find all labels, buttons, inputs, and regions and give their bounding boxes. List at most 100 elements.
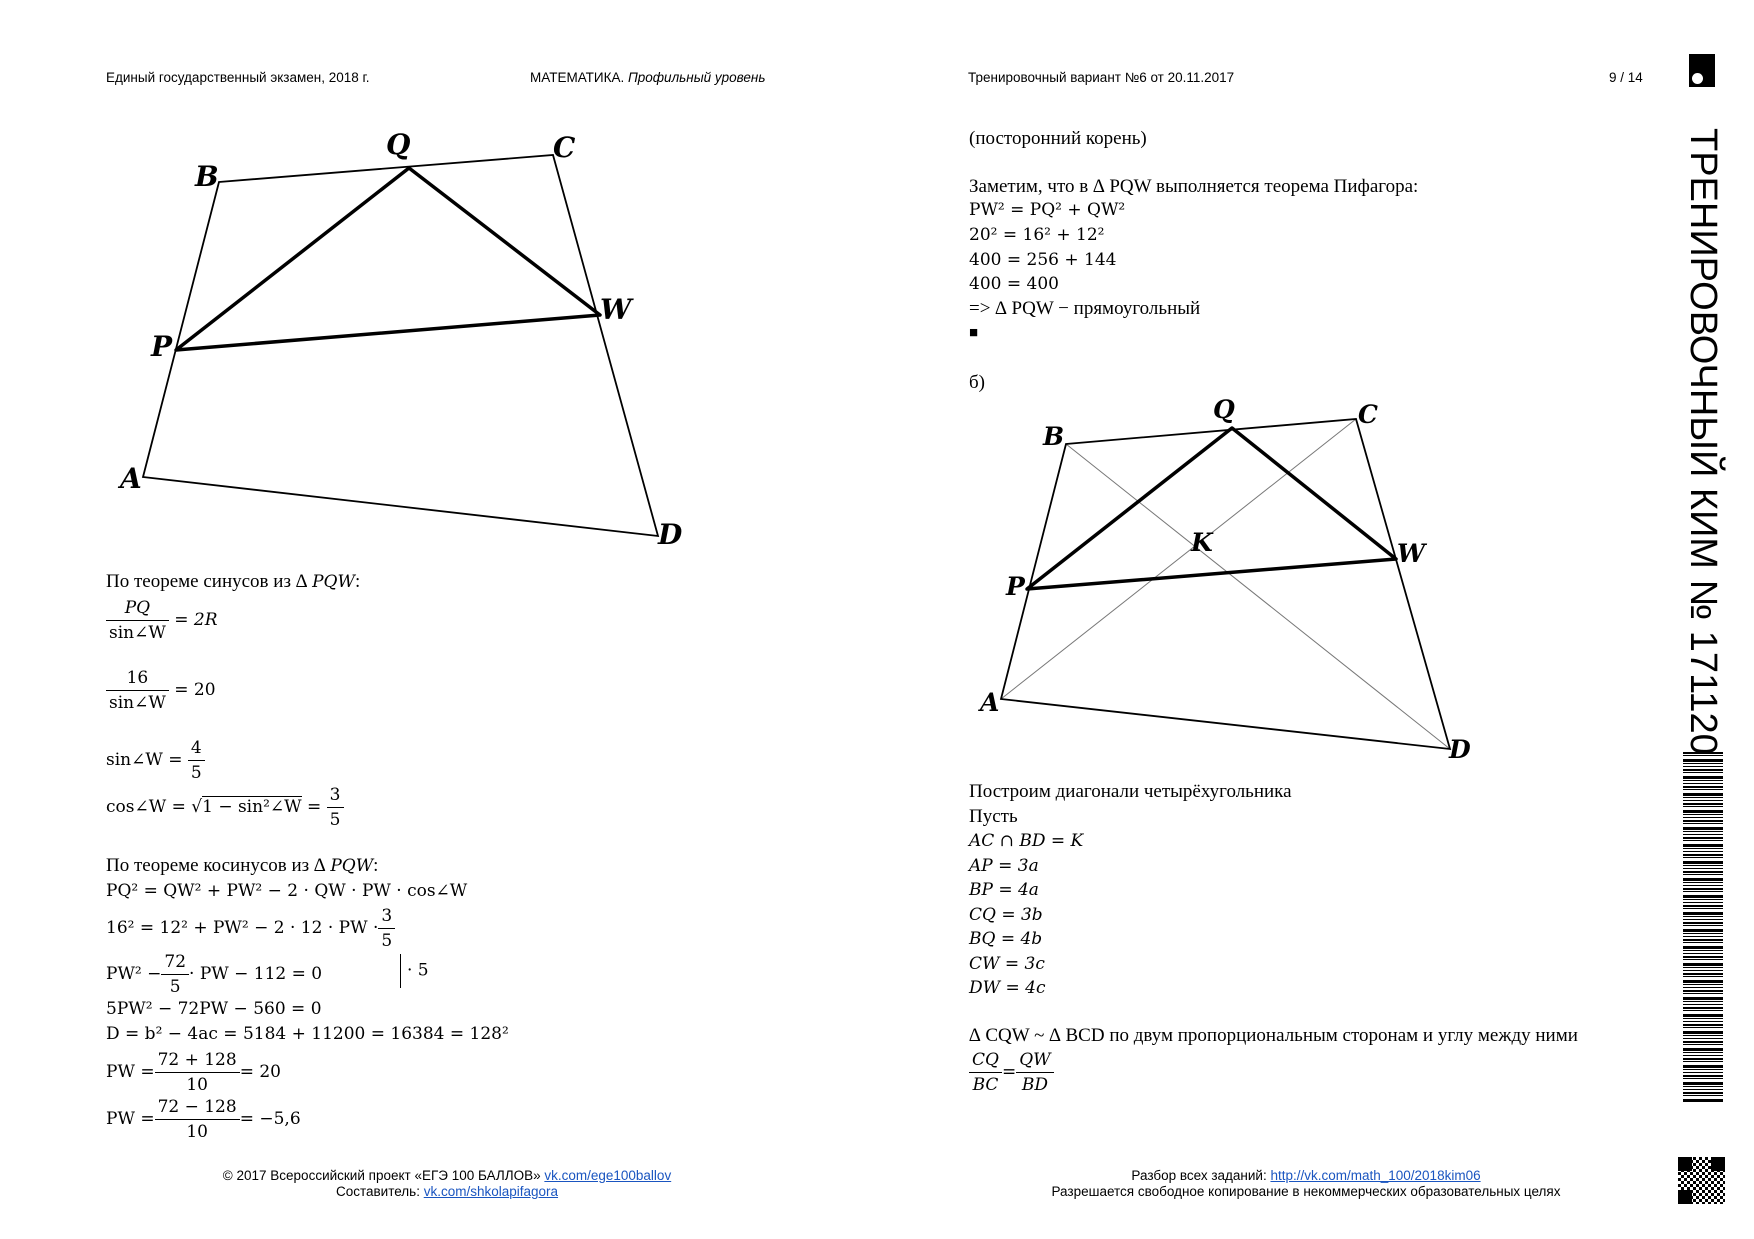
text: По теореме косинусов из ∆ (106, 855, 331, 876)
numerator: QW (1016, 1048, 1054, 1073)
equation-r4: 400 = 400 (969, 274, 1059, 294)
sine-theorem-title: По теореме синусов из ∆ PQW: (106, 571, 360, 593)
diagonals-note: Построим диагонали четырёхугольника (969, 781, 1292, 802)
denominator: 5 (329, 810, 341, 830)
text: : (354, 571, 361, 592)
quadrilateral-abcd (141, 154, 660, 538)
denominator: BC (972, 1075, 999, 1095)
rhs: = 20 (239, 1062, 281, 1082)
link-shkolapifagora[interactable]: vk.com/shkolapifagora (423, 1184, 559, 1199)
denominator: 10 (186, 1122, 208, 1142)
text: © 2017 Всероссийский проект «ЕГЭ 100 БАЛ… (222, 1168, 545, 1183)
header-subject: МАТЕМАТИКА. Профильный уровень (530, 70, 765, 85)
qr-code (1678, 1157, 1725, 1204)
let-label: Пусть (969, 806, 1018, 827)
equation-r1: PW² = PQ² + QW² (969, 200, 1126, 220)
numerator: 72 (161, 950, 190, 975)
label-w: W (600, 293, 632, 326)
footer-license: Разрешается свободное копирование в неко… (1051, 1184, 1561, 1199)
denominator: 5 (169, 977, 181, 997)
part-b-label: б) (969, 372, 985, 393)
radicand: 1 − sin²∠W (202, 796, 302, 817)
conclusion: => ∆ PQW − прямоугольный (969, 298, 1201, 319)
rhs: = 20 (174, 680, 216, 700)
label-w: W (1397, 539, 1426, 568)
link-ege100ballov[interactable]: vk.com/ege100ballov (544, 1168, 672, 1183)
text: По теореме синусов из ∆ (106, 571, 313, 592)
label-p: P (1006, 572, 1025, 601)
equation-s6: CQ = 3b (969, 905, 1043, 925)
diagonal-ac (1000, 418, 1357, 700)
page-number: 9 / 14 (1609, 70, 1643, 85)
equation-r3: 400 = 256 + 144 (969, 250, 1117, 270)
pythagoras-note: Заметим, что в ∆ PQW выполняется теорема… (969, 176, 1419, 197)
qed-mark: ■ (969, 325, 979, 341)
extraneous-root-note: (посторонний корень) (969, 128, 1147, 149)
label-c: C (1358, 400, 1378, 429)
label-c: C (553, 131, 576, 164)
equation-s7: BQ = 4b (969, 929, 1043, 949)
footer-author: Составитель: vk.com/shkolapifagora (336, 1184, 558, 1199)
numerator: PQ (106, 596, 169, 621)
eq: = (1001, 1062, 1017, 1082)
header-exam-title: Единый государственный экзамен, 2018 г. (106, 70, 370, 85)
text: Разбор всех заданий: (1131, 1168, 1271, 1183)
cosine-theorem-title: По теореме косинусов из ∆ PQW: (106, 855, 378, 877)
denominator: 5 (190, 763, 202, 783)
quadrilateral-abcd (999, 418, 1452, 751)
label-a: A (980, 688, 1000, 717)
numerator: CQ (969, 1048, 1002, 1073)
rhs: = −5,6 (239, 1109, 301, 1129)
footer-copyright: © 2017 Всероссийский проект «ЕГЭ 100 БАЛ… (223, 1168, 671, 1183)
figure-quadrilateral-1 (141, 154, 660, 538)
barcode (1683, 752, 1723, 1102)
text: : (373, 855, 379, 876)
label-b: B (1043, 422, 1065, 451)
equation-s8: CW = 3c (969, 954, 1045, 974)
numerator: 3 (326, 783, 344, 808)
link-math100[interactable]: http://vk.com/math_100/2018kim06 (1270, 1168, 1481, 1183)
numerator: 72 − 128 (154, 1095, 240, 1120)
equation-s5: BP = 4a (969, 880, 1039, 900)
lhs: sin∠W = (106, 750, 183, 770)
label-q: Q (386, 128, 411, 161)
numerator: 3 (378, 904, 396, 929)
equation-r2: 20² = 16² + 12² (969, 225, 1105, 245)
triangle-pqw (174, 166, 602, 352)
equation-8: 5PW² − 72PW − 560 = 0 (106, 999, 322, 1019)
label-k: K (1191, 528, 1213, 557)
numerator: 72 + 128 (154, 1048, 240, 1073)
lhs: PW = (106, 1109, 155, 1129)
denominator: sin∠W (109, 623, 166, 643)
lhs: PW = (106, 1062, 155, 1082)
lhs: PW² − (106, 964, 162, 984)
numerator: 16 (106, 666, 169, 691)
denominator: 10 (186, 1075, 208, 1095)
equation-9: D = b² − 4ac = 5184 + 11200 = 16384 = 12… (106, 1024, 509, 1044)
similarity-note: ∆ CQW ~ ∆ BCD по двум пропорциональным с… (969, 1025, 1578, 1046)
lhs: cos∠W = √ (106, 797, 203, 817)
equation-s9: DW = 4c (969, 978, 1046, 998)
rest: · PW − 112 = 0 (189, 964, 323, 984)
label-a: A (120, 462, 142, 495)
header-variant: Тренировочный вариант №6 от 20.11.2017 (968, 70, 1235, 85)
denominator: sin∠W (109, 693, 166, 713)
denominator: 5 (381, 931, 393, 951)
label-p: P (151, 330, 173, 363)
lhs: 16² = 12² + PW² − 2 · 12 · PW · (106, 918, 379, 938)
level: Профильный уровень (627, 70, 766, 85)
numerator: 4 (187, 736, 205, 761)
triangle-name: PQW (330, 856, 374, 876)
equation-s4: AP = 3a (969, 856, 1039, 876)
diagonal-bd (1065, 443, 1451, 750)
side-title: ТРЕНИРОВОЧНЫЙ КИМ № 171120 (1682, 128, 1724, 755)
